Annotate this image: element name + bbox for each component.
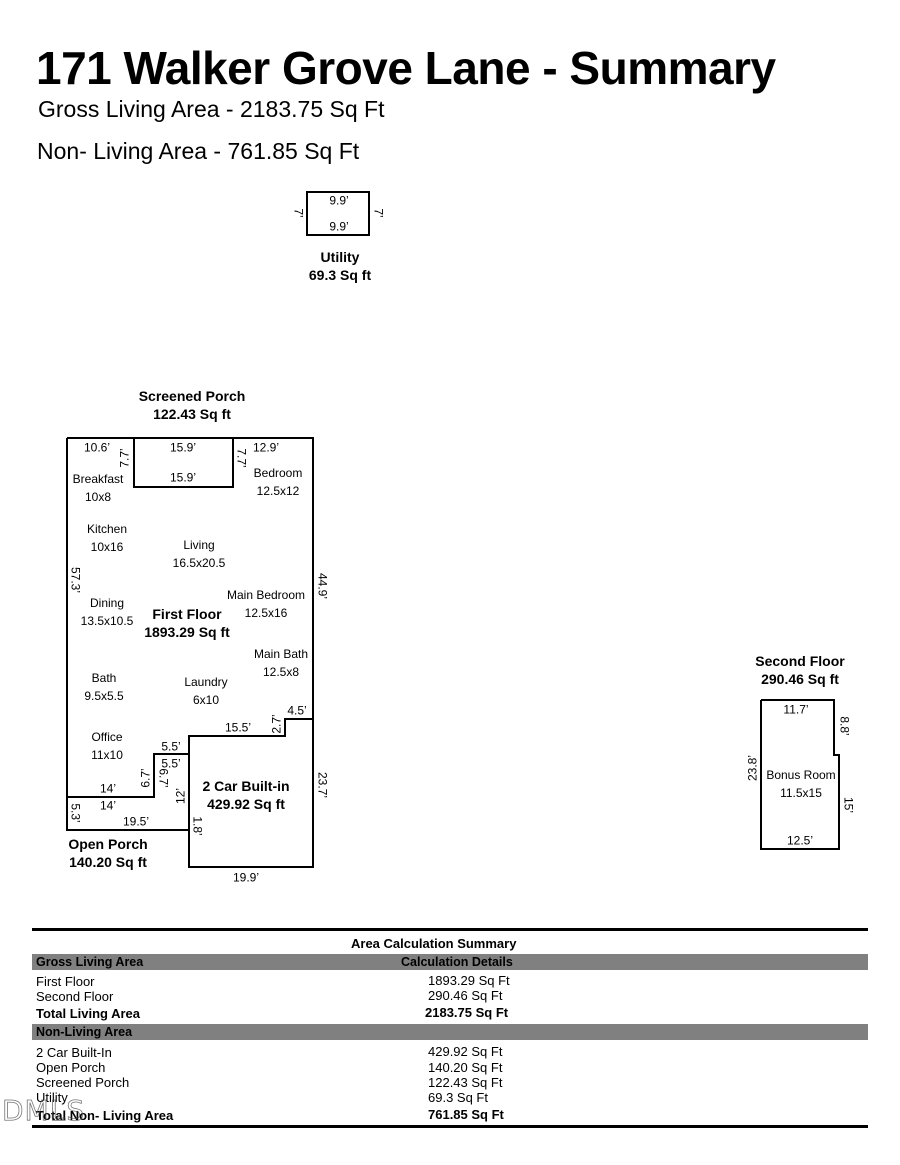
table-top-rule [32,928,868,931]
first-floor-dim-inner-top: 5.5’ [161,739,181,754]
first-floor-dim-office-bottom: 14’ [99,781,117,796]
room-breakfast-name: Breakfast [72,472,124,486]
screened-porch-dim-bottom: 15.9’ [169,470,197,485]
row-utility-value: 69.3 Sq Ft [428,1090,488,1105]
row-second-floor-label: Second Floor [36,989,114,1004]
second-floor-dim-bottom: 12.5’ [786,833,814,848]
utility-area: 69.3 Sq ft [308,267,372,283]
open-porch-dim-bottom: 19.5’ [122,814,150,829]
open-porch-dim-top: 14’ [99,798,117,813]
room-main-bath-size: 12.5x8 [262,665,300,679]
garage-outline [188,719,314,868]
utility-dim-left: 7’ [291,208,306,218]
row-garage-value: 429.92 Sq Ft [428,1044,503,1059]
utility-dim-right: 7’ [371,208,386,218]
garage-dim-right: 23.7’ [315,771,330,799]
room-bath-size: 9.5x5.5 [84,689,124,703]
row-open-porch-value: 140.20 Sq Ft [428,1060,503,1075]
non-living-summary: Non- Living Area - 761.85 Sq Ft [37,138,360,164]
first-floor-dim-inner-side-b: 6.7’ [156,768,171,788]
room-laundry-size: 6x10 [192,693,220,707]
row-first-floor-label: First Floor [36,974,95,989]
room-bedroom-name: Bedroom [253,466,303,480]
room-kitchen-name: Kitchen [86,522,128,536]
watermark-logo: DMLS [2,1094,86,1128]
garage-dim-left: 12’ [173,787,188,805]
non-header-band [32,1024,868,1040]
screened-porch-name: Screened Porch [138,388,246,404]
first-floor-dim-top-left: 10.6’ [83,440,111,455]
room-dining-size: 13.5x10.5 [80,614,134,628]
table-title: Area Calculation Summary [351,936,517,951]
room-breakfast-size: 10x8 [84,490,112,504]
gross-living-summary: Gross Living Area - 2183.75 Sq Ft [38,96,385,122]
utility-outline [306,191,370,236]
details-header-label: Calculation Details [401,955,513,969]
room-main-bedroom-size: 12.5x16 [244,606,288,620]
table-bottom-rule [32,1125,868,1128]
screened-porch-dim-top: 15.9’ [169,440,197,455]
second-floor-area: 290.46 Sq ft [761,671,839,687]
second-floor-dim-right-top: 8.8’ [837,716,852,736]
first-floor-dim-left: 57.3’ [68,566,83,594]
first-floor-dim-inner-top2: 5.5’ [161,756,181,771]
room-living-name: Living [183,538,215,552]
first-floor-area: 1893.29 Sq ft [144,624,230,640]
room-bonus-name: Bonus Room [766,768,836,782]
first-floor-dim-inner-side-a: 6.7’ [138,768,153,788]
garage-dim-bottom: 19.9’ [232,870,260,885]
gross-header-label: Gross Living Area [36,955,144,969]
first-floor-name: First Floor [152,606,222,622]
room-bath-name: Bath [91,671,117,685]
row-total-non-living-value: 761.85 Sq Ft [428,1107,504,1122]
utility-name: Utility [320,249,360,265]
first-floor-dim-right: 44.9’ [315,572,330,600]
row-utility-label: Utility [36,1090,68,1105]
room-main-bedroom-name: Main Bedroom [226,588,306,602]
page-title: 171 Walker Grove Lane - Summary [36,42,776,94]
second-floor-dim-left: 23.8’ [745,754,760,782]
room-kitchen-size: 10x16 [90,540,124,554]
second-floor-outline [760,699,840,850]
screened-porch-dim-right: 7.7’ [234,448,249,468]
garage-dim-left-low: 1.8’ [190,816,205,836]
open-porch-outline [66,797,189,831]
open-porch-name: Open Porch [68,836,148,852]
row-screened-porch-value: 122.43 Sq Ft [428,1075,503,1090]
row-second-floor-value: 290.46 Sq Ft [428,988,503,1003]
second-floor-name: Second Floor [755,653,845,669]
garage-name: 2 Car Built-in [202,778,290,794]
gross-header-band [32,954,868,970]
row-screened-porch-label: Screened Porch [36,1075,130,1090]
utility-dim-top: 9.9’ [329,193,349,208]
screened-porch-outline [133,437,234,488]
non-header-label: Non-Living Area [36,1025,133,1039]
screened-porch-area: 122.43 Sq ft [153,406,231,422]
row-first-floor-value: 1893.29 Sq Ft [428,973,510,988]
second-floor-dim-top: 11.7’ [783,702,809,717]
first-floor-dim-top-right: 12.9’ [252,440,280,455]
row-open-porch-label: Open Porch [36,1060,106,1075]
first-floor-dim-garage-top: 15.5’ [224,720,252,735]
row-garage-label: 2 Car Built-In [36,1045,112,1060]
room-office-name: Office [91,730,123,744]
room-laundry-name: Laundry [184,675,228,689]
garage-area: 429.92 Sq ft [207,796,285,812]
room-main-bath-name: Main Bath [253,647,309,661]
row-total-non-living-label: Total Non- Living Area [36,1108,174,1123]
first-floor-dim-step-top: 4.5’ [287,703,307,718]
screened-porch-dim-left: 7.7’ [117,448,132,468]
first-floor-dim-step-side: 2.7’ [269,714,284,734]
room-dining-name: Dining [89,596,125,610]
room-bonus-size: 11.5x15 [780,786,822,800]
second-floor-dim-right: 15’ [841,796,856,814]
open-porch-dim-left: 5.3’ [68,803,83,823]
room-living-size: 16.5x20.5 [172,556,226,570]
row-total-living-value: 2183.75 Sq Ft [425,1005,509,1020]
room-office-size: 11x10 [91,748,123,762]
utility-dim-bottom: 9.9’ [329,219,349,234]
open-porch-area: 140.20 Sq ft [69,854,147,870]
room-bedroom-size: 12.5x12 [256,484,300,498]
row-total-living-label: Total Living Area [36,1006,141,1021]
